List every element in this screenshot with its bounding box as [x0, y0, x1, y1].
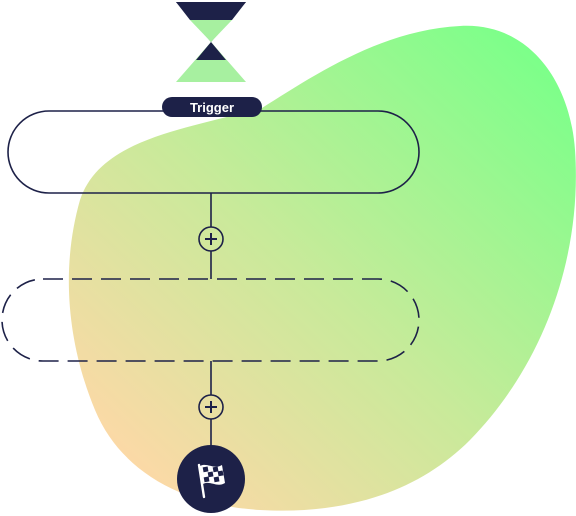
trigger-label: Trigger — [190, 100, 234, 115]
plus-icon — [205, 233, 217, 245]
trigger-label-pill: Trigger — [162, 97, 262, 117]
add-step-button[interactable] — [198, 226, 224, 252]
add-step-circle — [198, 226, 224, 252]
plus-icon — [205, 401, 217, 413]
hourglass-icon — [176, 2, 246, 82]
add-step-circle — [198, 394, 224, 420]
finish-node — [177, 445, 245, 513]
background-blob — [68, 25, 576, 511]
add-step-button[interactable] — [198, 394, 224, 420]
checkered-flag-icon — [197, 463, 225, 499]
